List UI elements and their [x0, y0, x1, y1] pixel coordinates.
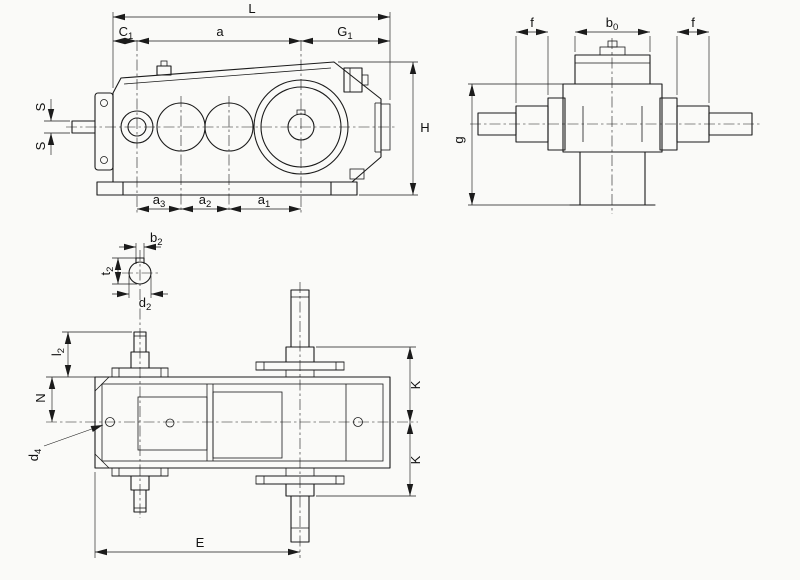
inner-pocket-left	[137, 396, 208, 451]
housing-lower-body	[579, 151, 646, 206]
foot-left	[96, 181, 124, 196]
drain-plug	[349, 168, 365, 180]
output-shaft-bottom	[290, 495, 310, 543]
plan-view-geometry	[94, 257, 391, 543]
side-view-centerlines	[66, 40, 396, 213]
end-view: f b0 f g	[451, 15, 760, 214]
breather-plug-body	[156, 65, 172, 76]
input-shaft-stub	[71, 120, 96, 134]
corner-chamfer-bottom	[94, 453, 110, 469]
dim-label-E: E	[196, 535, 205, 550]
side-view-geometry	[71, 60, 391, 196]
side-view: L C1 a G1 H S S a3 a2 a1	[33, 1, 430, 213]
input-bearing-bore	[120, 110, 154, 144]
dim-label-d4: d4	[26, 449, 44, 462]
inspection-cover	[574, 54, 651, 85]
dim-label-N: N	[33, 393, 48, 402]
dim-label-a2: a2	[199, 192, 212, 210]
end-view-dimensions	[468, 28, 710, 206]
output-bearing-cover	[380, 103, 391, 151]
end-view-centerlines	[470, 38, 760, 214]
dim-label-G1: G1	[337, 24, 352, 42]
breather-plug-cap	[160, 60, 168, 67]
pocket-hole	[165, 418, 175, 428]
housing-top-inner-line	[123, 67, 332, 85]
dim-label-d2: d2	[139, 295, 152, 313]
dowel-hole-left	[105, 417, 115, 427]
end-view-geometry	[477, 40, 753, 206]
dim-label-K-lower: K	[408, 455, 423, 464]
foot-right	[330, 181, 358, 196]
input-shaft-circle	[127, 117, 147, 137]
top-right-stub	[361, 74, 369, 86]
output-bearing-bore-inner	[260, 86, 342, 168]
dim-label-b2: b2	[150, 230, 163, 248]
keyway-detail-circle	[128, 261, 152, 285]
keyway-slot	[135, 257, 145, 265]
dim-label-t2: t2	[98, 267, 116, 276]
output-shaft-circle	[287, 113, 315, 141]
dim-label-a3: a3	[153, 192, 166, 210]
dim-label-f-right: f	[691, 15, 695, 30]
input-shaft-bottom	[133, 489, 147, 513]
dim-label-l2: l2	[49, 348, 67, 356]
plan-housing-outer	[94, 376, 391, 469]
dim-label-b0: b0	[606, 15, 619, 33]
plan-view-centerlines	[46, 250, 418, 558]
inner-pocket-right	[212, 391, 283, 459]
plan-view: b2 t2 d2 l2 N d4 K K E	[26, 230, 423, 558]
dim-label-C1: C1	[119, 24, 134, 42]
intermediate-bearing-bore-2	[204, 102, 254, 152]
cover-bolt-head	[607, 40, 618, 48]
flange-hole-top	[100, 99, 108, 107]
leader-line-d4	[43, 424, 104, 447]
flange-hole-bottom	[100, 156, 108, 164]
output-bearing-bore-outer	[253, 79, 349, 175]
left-flange	[94, 92, 114, 171]
dim-label-f-left: f	[530, 15, 534, 30]
dim-label-H: H	[420, 120, 429, 135]
cover-bolt-bar	[599, 46, 626, 56]
dim-label-a1: a1	[258, 192, 271, 210]
plan-housing-inner	[101, 383, 384, 462]
dim-label-S-lower: S	[33, 141, 48, 150]
dowel-hole-right	[353, 417, 363, 427]
right-shaft	[708, 112, 753, 136]
dim-label-K-upper: K	[408, 380, 423, 389]
output-shaft-keyway	[296, 109, 306, 115]
dim-label-L: L	[248, 1, 255, 16]
corner-chamfer-top	[94, 376, 110, 392]
left-shaft	[477, 112, 517, 136]
dim-label-S-upper: S	[33, 102, 48, 111]
housing-upper-body	[562, 83, 663, 153]
plan-view-dimensions	[43, 243, 416, 558]
side-view-dimensions	[44, 12, 418, 213]
dim-label-g: g	[451, 136, 466, 143]
input-shaft-top	[133, 331, 147, 353]
dim-label-a: a	[216, 24, 224, 39]
output-shaft-top	[290, 289, 310, 348]
